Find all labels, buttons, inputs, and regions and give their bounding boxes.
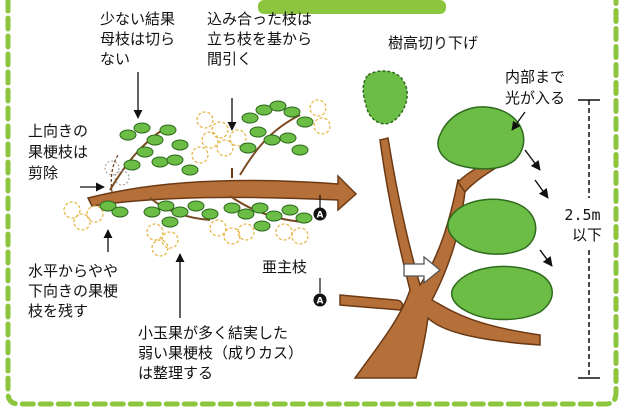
crown-cut-top (362, 70, 408, 125)
upper-shoot-left (109, 122, 199, 191)
sub-main-branch (86, 174, 358, 212)
transition-arrow-icon (403, 255, 442, 285)
pointer-arrows (80, 72, 526, 318)
lower-shoot-mid (143, 197, 219, 257)
lower-shoot-right (209, 195, 313, 245)
label-tree-height: 2.5m 以下 (564, 206, 609, 244)
label-pendant-subbranch: 亜主枝 (262, 258, 307, 276)
light-arrow-3 (539, 249, 553, 267)
title-tab-remnant (258, 0, 446, 14)
label-thin-crowded: 込み合った枝は 立ち枝を基から 間引く (207, 10, 317, 68)
crown-mid (447, 198, 537, 255)
branch-detail (63, 99, 358, 257)
tree-trunk (353, 137, 541, 379)
tree-lower-branch (339, 294, 404, 311)
section-marker-lower: A (313, 278, 327, 307)
crown-lower (451, 265, 553, 321)
label-upward-stem-cut: 上向きの 果梗枝は 剪除 (28, 122, 93, 182)
label-keep-horizontal: 水平からやや 下向きの果梗 枝を残す (28, 262, 123, 320)
light-arrow-1 (524, 149, 541, 171)
removed-shoot-mid (191, 111, 247, 178)
label-thin-mother-branch: 少ない結果 母枝は切ら ない (100, 10, 180, 68)
lower-shoot-left (63, 200, 129, 231)
label-small-fruit: 小玉果が多く結実した 弱い果梗枝（成りカス） は整理する (138, 324, 308, 382)
label-height-reduction: 樹高切り下げ (388, 34, 478, 52)
svg-text:A: A (317, 211, 324, 221)
crown-upper (437, 106, 525, 170)
section-marker-upper: A (313, 195, 327, 221)
frame-border (5, 0, 619, 407)
svg-text:A: A (317, 297, 324, 307)
removed-upward-stem (104, 154, 130, 193)
tree-overview (339, 70, 600, 379)
upper-shoot-right (239, 99, 331, 176)
label-interior-light: 内部まで 光が入る (505, 68, 570, 107)
light-arrow-2 (534, 179, 549, 199)
